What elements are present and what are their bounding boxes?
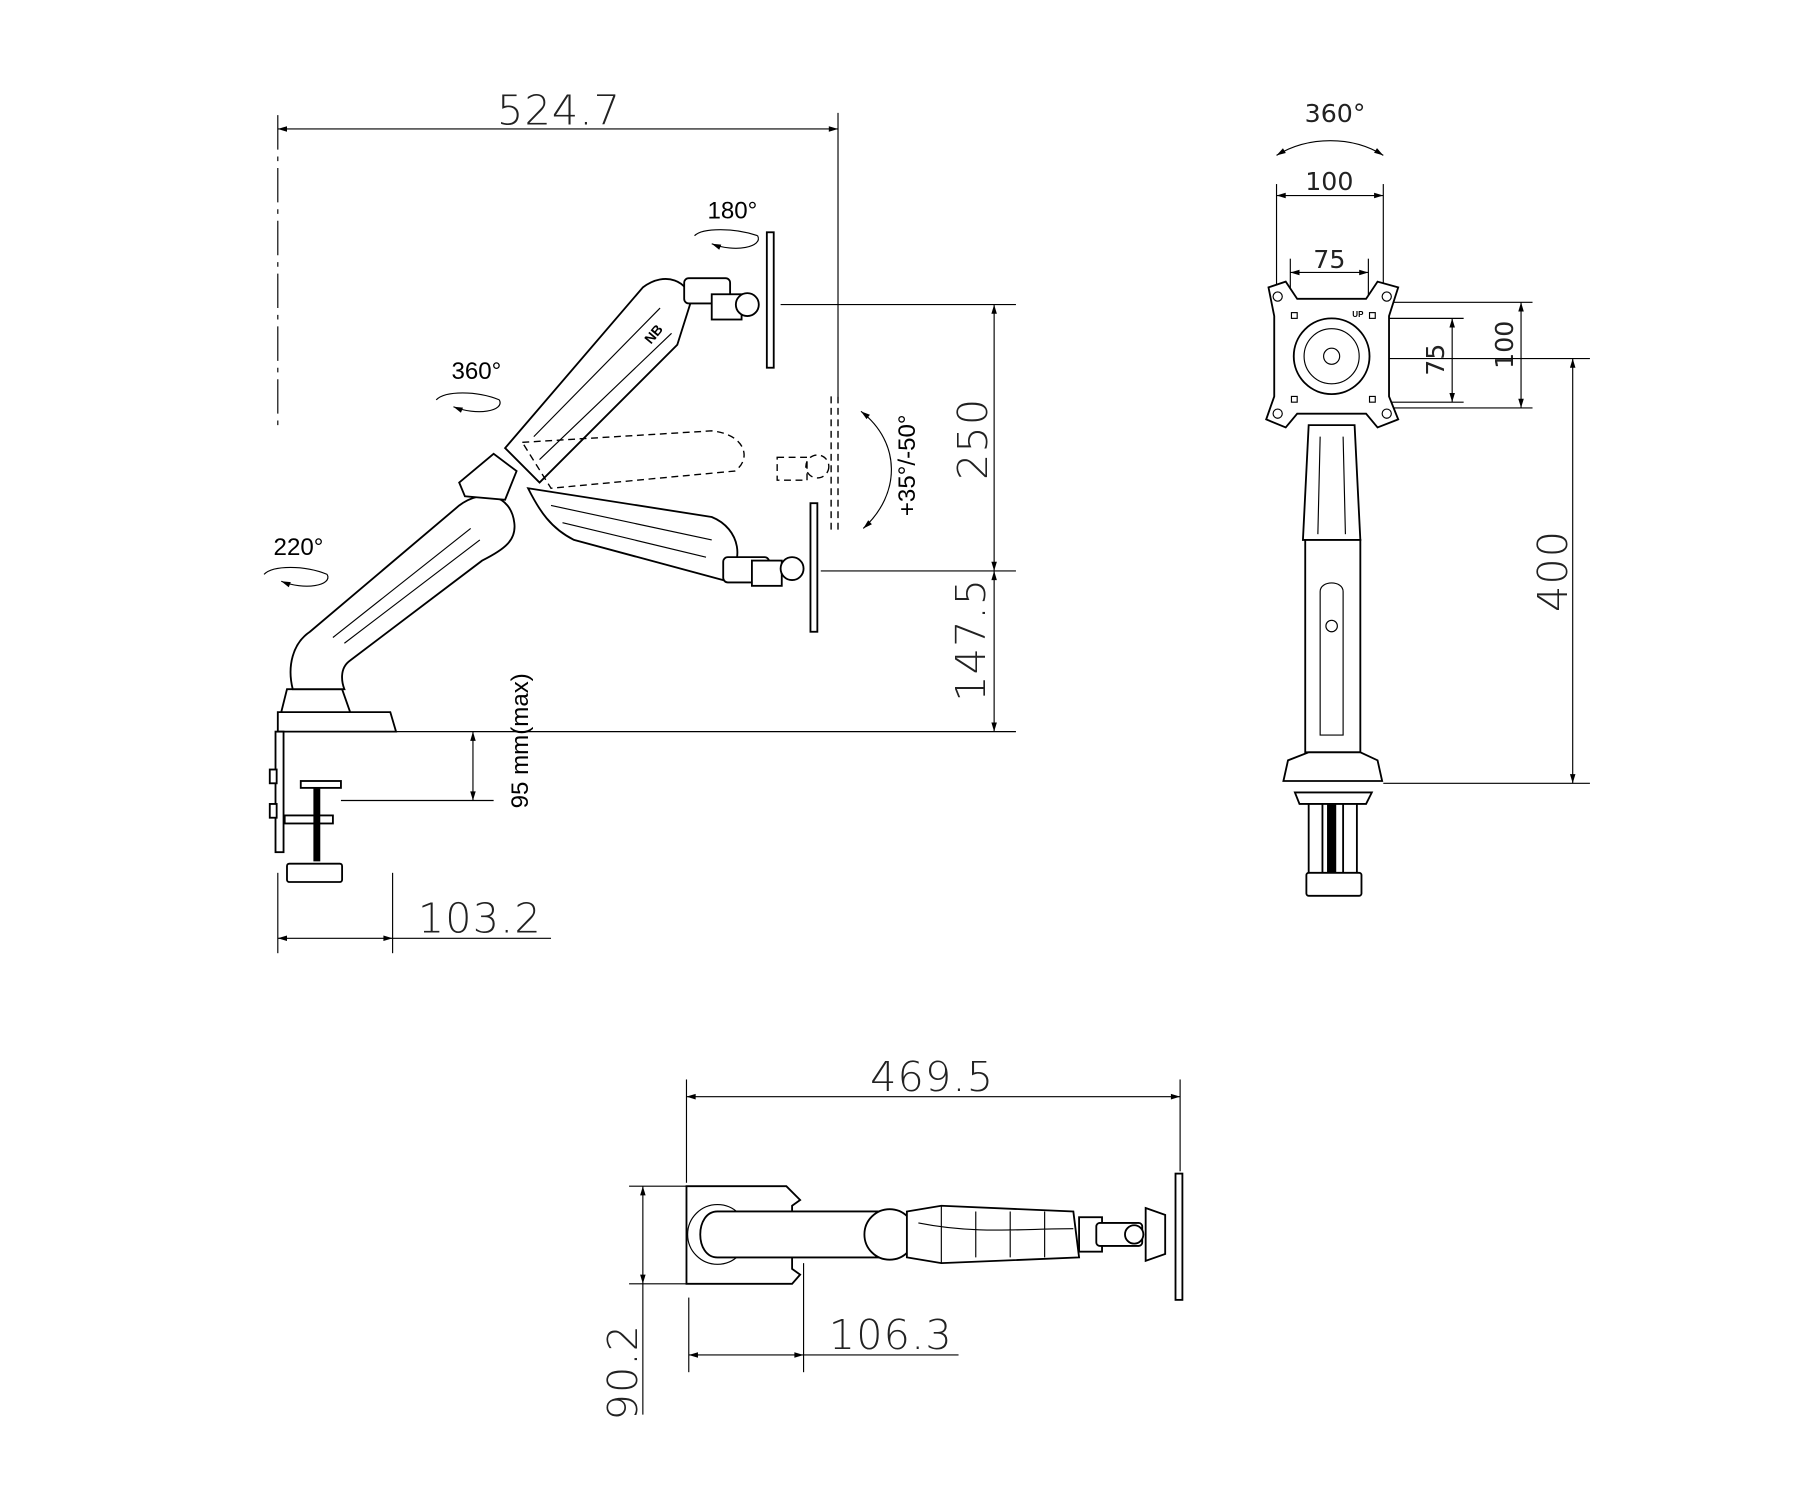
angle-tilt: +35°/-50° — [894, 414, 921, 516]
lower-arm — [289, 452, 518, 691]
dimension-heights: 250 147.5 — [396, 304, 1016, 733]
angle-base-rotation: 220° — [274, 534, 324, 561]
angle-arm-rotation: 360° — [451, 358, 501, 385]
dim-clamp-depth: 103.2 — [418, 895, 542, 943]
dimension-clamp: 95 mm(max) 103.2 — [277, 673, 552, 954]
angle-swivel: 360° — [1305, 99, 1366, 128]
dim-vesa-100-vertical: 100 — [1490, 321, 1519, 369]
top-view: 469.5 90.2 106.3 — [599, 1053, 1184, 1421]
dim-clamp-thickness: 95 mm(max) — [507, 673, 534, 808]
dim-vesa-75-vertical: 75 — [1421, 344, 1450, 376]
vesa-plate: UP — [1265, 280, 1400, 429]
front-view: 360° 100 75 75 100 400 UP — [1265, 99, 1590, 897]
dim-vesa-100-horizontal: 100 — [1305, 167, 1353, 196]
rotation-indicators: 180° 360° 220° +35°/-50° — [263, 197, 921, 588]
dim-width-total: 524.7 — [497, 86, 621, 134]
desk-clamp — [268, 688, 398, 883]
dim-height-range: 250 — [949, 398, 997, 480]
dim-top-length: 469.5 — [870, 1053, 994, 1101]
pole-and-arm — [1282, 424, 1384, 897]
side-view: 524.7 250 147.5 95 mm(max) 103.2 — [263, 86, 1016, 954]
top-arm — [685, 1172, 1184, 1301]
dim-base-width: 90.2 — [599, 1324, 647, 1421]
dim-base-depth: 106.3 — [829, 1311, 953, 1359]
angle-head-rotation: 180° — [707, 197, 757, 224]
dim-pole-height: 400 — [1529, 530, 1577, 612]
dimension-width: 524.7 — [277, 86, 839, 535]
dim-height-min: 147.5 — [947, 578, 995, 702]
upper-arm-positions: NB — [503, 231, 832, 633]
plate-up-mark: UP — [1352, 310, 1364, 319]
dim-vesa-75-horizontal: 75 — [1313, 245, 1345, 274]
